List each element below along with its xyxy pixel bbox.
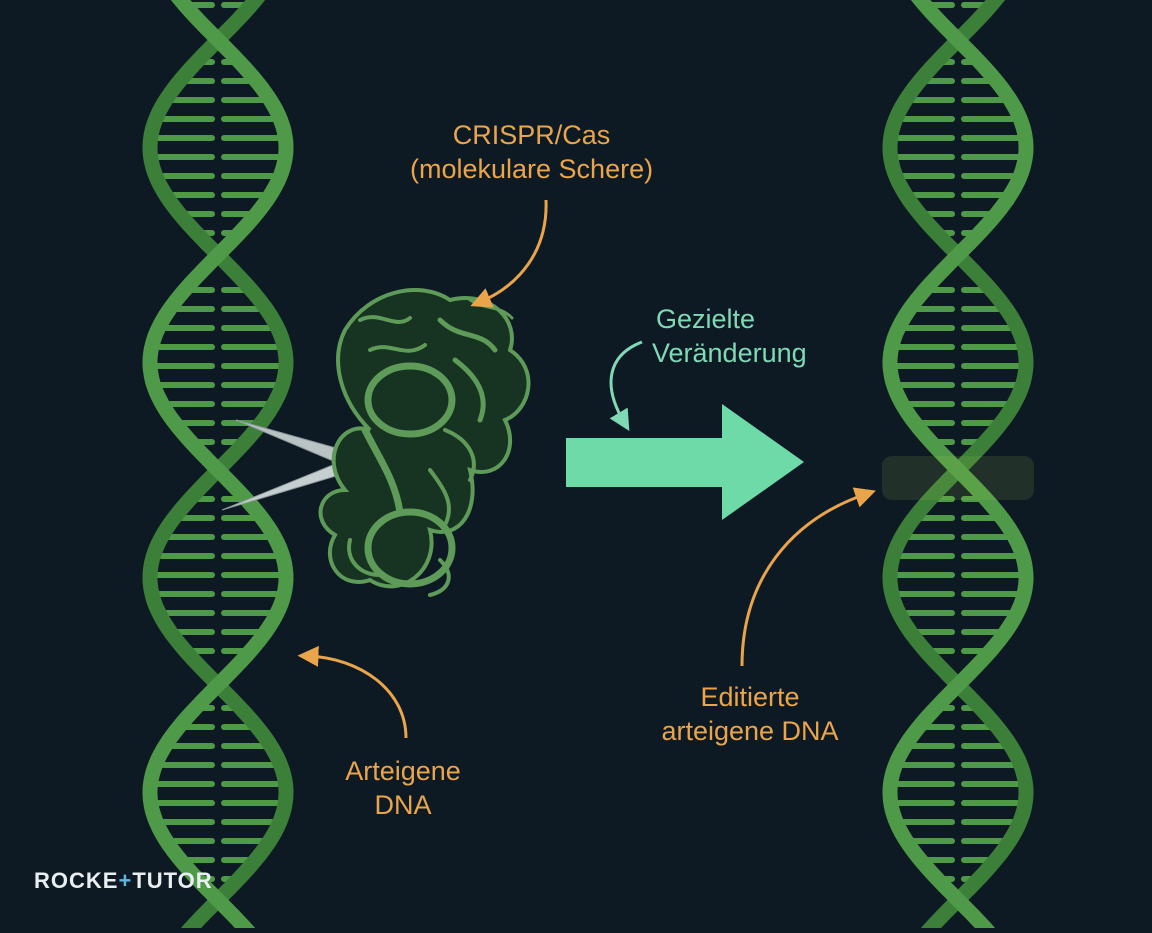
original-dna-label-line1: Arteigene xyxy=(345,756,461,786)
rocket-tutor-logo: ROCKE+TUTOR xyxy=(34,868,213,894)
edited-dna-label-line2: arteigene DNA xyxy=(661,716,839,746)
change-callout-arrow-icon xyxy=(609,340,643,432)
crispr-callout-arrow-icon xyxy=(470,199,548,308)
edited-dna-callout-arrow-icon xyxy=(740,487,876,667)
change-label-line2: Veränderung xyxy=(652,338,807,368)
original-dna-callout-arrow-icon xyxy=(297,645,408,739)
edited-segment-highlight xyxy=(882,456,1034,500)
crispr-label-line1: CRISPR/Cas xyxy=(452,120,611,150)
original-dna-label-line2: DNA xyxy=(374,790,432,820)
crispr-label-line2: (molekulare Schere) xyxy=(410,154,654,184)
logo-part2: TUTOR xyxy=(132,868,213,893)
logo-part1: ROCKE xyxy=(34,868,119,893)
edited-dna-label-line1: Editierte xyxy=(700,682,800,712)
original-dna-helix-icon xyxy=(142,0,294,933)
cas-protein-icon xyxy=(318,288,531,597)
change-label-line1: Gezielte xyxy=(656,304,756,334)
base-pairs xyxy=(895,2,1021,882)
right-arrow-icon xyxy=(566,404,804,520)
crispr-label: CRISPR/Cas (molekulare Schere) xyxy=(410,118,653,186)
edited-dna-label: Editierte arteigene DNA xyxy=(640,680,860,748)
change-label: Gezielte Veränderung xyxy=(652,302,807,370)
edited-dna-helix-icon xyxy=(882,0,1034,933)
dna-backbone-strand xyxy=(882,0,1034,933)
original-dna-label: Arteigene DNA xyxy=(330,754,476,822)
dna-backbone-strand xyxy=(142,0,294,933)
dna-backbone-strand xyxy=(882,0,1034,933)
dna-backbone-strand xyxy=(142,0,294,933)
logo-plus: + xyxy=(118,868,133,893)
